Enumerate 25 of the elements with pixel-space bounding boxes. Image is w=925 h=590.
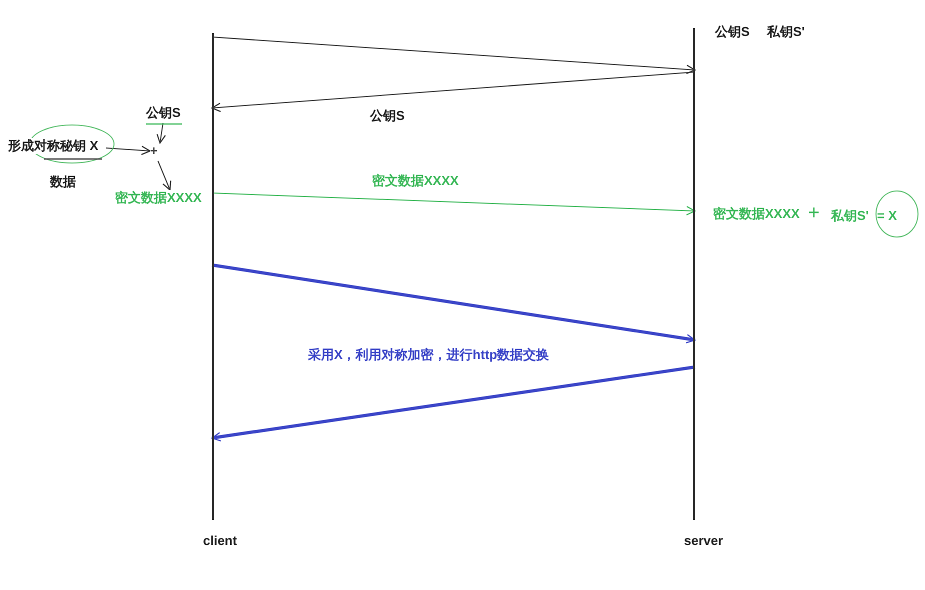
key-label: 公钥S [715,24,750,40]
lifeline-label: client [203,533,237,549]
lifeline-label: server [684,533,724,549]
arrow [212,36,696,74]
arrow [211,72,696,112]
arrow [211,365,696,442]
plus-sign: + [808,202,820,224]
arrow [212,192,696,216]
arrow [158,160,172,191]
note-text: 数据 [50,174,76,190]
formula-text: = X [877,208,897,224]
arrow [106,146,151,156]
note-text: 采用X，利用对称加密，进行http数据交换 [308,347,550,363]
arrow [156,122,166,144]
edge-label: 公钥S [370,108,405,124]
lifeline [212,33,214,520]
arrow [212,263,696,344]
text-node: 公钥S [146,105,181,121]
key-label: 私钥S' [767,24,805,40]
edge-label: 密文数据XXXX [372,173,459,189]
formula-text: 私钥S' [831,208,869,224]
formula-text: 密文数据XXXX [713,206,800,222]
lifeline [693,28,695,520]
text-node: 密文数据XXXX [115,190,202,206]
text-node: 形成对称秘钥 X [8,138,98,154]
